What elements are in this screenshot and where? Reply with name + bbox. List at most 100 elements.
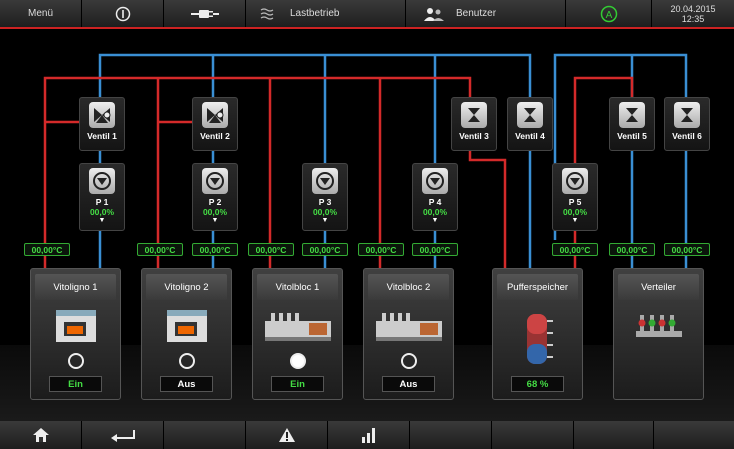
pump-icon — [312, 168, 338, 194]
datetime-display: 20.04.2015 12:35 — [652, 0, 734, 27]
svg-text:A: A — [605, 10, 612, 21]
back-arrow-icon — [110, 430, 135, 442]
three-way-valve-icon — [202, 102, 228, 128]
valve-label: Ventil 2 — [200, 131, 230, 141]
operating-mode-button[interactable]: Lastbetrieb — [246, 0, 406, 27]
temperature-readout: 00,00°C — [358, 243, 404, 256]
status-text: Ein — [49, 376, 102, 392]
flow-down-arrow-icon: ▼ — [571, 217, 579, 224]
users-icon — [424, 7, 444, 21]
two-way-valve-icon — [674, 102, 700, 128]
empty-slot — [492, 421, 574, 449]
valve-4[interactable]: Ventil 4 — [507, 97, 553, 151]
card-title: Vitolbloc 1 — [257, 274, 338, 300]
auto-mode-icon: A — [600, 5, 617, 22]
warning-triangle-icon — [278, 428, 295, 442]
card-vitolbloc-2[interactable]: Vitolbloc 2 Aus — [363, 268, 454, 400]
pump-value: 00,0% — [562, 207, 588, 217]
status-indicator — [179, 353, 195, 369]
pump-value: 00,0% — [422, 207, 448, 217]
auto-mode-button[interactable]: A — [566, 0, 652, 27]
valve-5[interactable]: Ventil 5 — [609, 97, 655, 151]
buffer-level-text: 68 % — [511, 376, 564, 392]
menu-button[interactable]: Menü — [0, 0, 82, 27]
pump-label: P 2 — [208, 197, 222, 207]
pump-2[interactable]: P 2 00,0% ▼ — [192, 163, 238, 231]
pump-value: 00,0% — [202, 207, 228, 217]
valve-label: Ventil 5 — [617, 131, 647, 141]
wood-boiler-icon — [150, 305, 223, 347]
bottom-bar — [0, 421, 734, 449]
temperature-readout: 00,00°C — [664, 243, 710, 256]
time-text: 12:35 — [681, 13, 705, 24]
pump-1[interactable]: P 1 00,0% ▼ — [79, 163, 125, 231]
top-bar: Menü Lastbetrieb Benutzer A 20.04.2015 1… — [0, 0, 734, 29]
distributor-icon — [622, 305, 695, 347]
empty-slot — [410, 421, 492, 449]
two-way-valve-icon — [619, 102, 645, 128]
mode-label: Lastbetrieb — [290, 8, 340, 19]
pump-label: P 4 — [428, 197, 442, 207]
pump-label: P 1 — [95, 197, 109, 207]
pump-4[interactable]: P 4 00,0% ▼ — [412, 163, 458, 231]
status-text: Ein — [271, 376, 324, 392]
pump-label: P 3 — [318, 197, 332, 207]
return-pipes — [98, 53, 688, 268]
buffer-tank-icon — [501, 309, 574, 367]
chp-unit-icon — [261, 305, 334, 347]
flow-down-arrow-icon: ▼ — [211, 217, 219, 224]
card-vitoligno-1[interactable]: Vitoligno 1 Ein — [30, 268, 121, 400]
statistics-button[interactable] — [328, 421, 410, 449]
pump-3[interactable]: P 3 00,0% ▼ — [302, 163, 348, 231]
valve-1[interactable]: Ventil 1 — [79, 97, 125, 151]
home-icon — [32, 428, 49, 442]
empty-slot — [654, 421, 734, 449]
user-button[interactable]: Benutzer — [406, 0, 566, 27]
menu-label: Menü — [27, 8, 53, 19]
alarm-button[interactable] — [246, 421, 328, 449]
valve-3[interactable]: Ventil 3 — [451, 97, 497, 151]
pump-icon — [89, 168, 115, 194]
valve-2[interactable]: Ventil 2 — [192, 97, 238, 151]
card-verteiler[interactable]: Verteiler — [613, 268, 704, 400]
valve-label: Ventil 3 — [459, 131, 489, 141]
valve-label: Ventil 4 — [515, 131, 545, 141]
empty-slot — [574, 421, 654, 449]
pump-label: P 5 — [568, 197, 582, 207]
status-indicator — [68, 353, 84, 369]
pump-value: 00,0% — [312, 207, 338, 217]
chp-unit-icon — [372, 305, 445, 347]
flow-down-arrow-icon: ▼ — [321, 217, 329, 224]
temperature-readout: 00,00°C — [248, 243, 294, 256]
pump-icon — [422, 168, 448, 194]
status-text: Aus — [382, 376, 435, 392]
home-button[interactable] — [0, 421, 82, 449]
pump-5[interactable]: P 5 00,0% ▼ — [552, 163, 598, 231]
status-indicator — [290, 353, 306, 369]
date-text: 20.04.2015 — [670, 3, 716, 14]
temperature-readout: 00,00°C — [137, 243, 183, 256]
temperature-readout: 00,00°C — [24, 243, 70, 256]
card-vitolbloc-1[interactable]: Vitolbloc 1 Ein — [252, 268, 343, 400]
user-label: Benutzer — [456, 8, 497, 19]
card-title: Vitoligno 2 — [146, 274, 227, 300]
pump-value: 00,0% — [89, 207, 115, 217]
info-button[interactable] — [82, 0, 164, 27]
supply-pipes — [43, 76, 634, 268]
back-button[interactable] — [82, 421, 164, 449]
card-pufferspeicher[interactable]: Pufferspeicher 68 % — [492, 268, 583, 400]
bar-chart-icon — [361, 428, 375, 443]
temperature-readout: 00,00°C — [302, 243, 348, 256]
card-vitoligno-2[interactable]: Vitoligno 2 Aus — [141, 268, 232, 400]
card-title: Vitoligno 1 — [35, 274, 116, 300]
connection-button[interactable] — [164, 0, 246, 27]
flow-down-arrow-icon: ▼ — [98, 217, 106, 224]
info-circle-icon — [115, 6, 130, 21]
temperature-readout: 00,00°C — [609, 243, 655, 256]
heat-waves-icon — [260, 7, 274, 20]
two-way-valve-icon — [517, 102, 543, 128]
temperature-readout: 00,00°C — [552, 243, 598, 256]
valve-6[interactable]: Ventil 6 — [664, 97, 710, 151]
status-indicator — [401, 353, 417, 369]
